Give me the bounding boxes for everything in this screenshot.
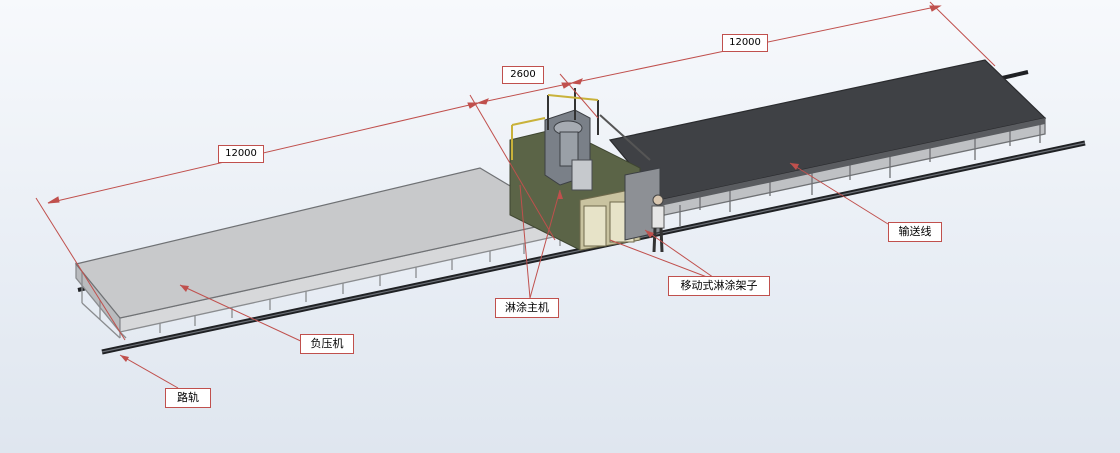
leader-lines xyxy=(119,162,889,389)
callout-mobile-frame: 移动式淋涂架子 xyxy=(668,276,770,296)
callout-rail: 路轨 xyxy=(165,388,211,408)
coating-machine xyxy=(509,88,661,251)
callout-conveyor: 输送线 xyxy=(888,222,942,242)
callout-vacuum-table: 负压机 xyxy=(300,334,354,354)
callout-coating-machine: 淋涂主机 xyxy=(495,298,559,318)
dimension-label-machine-width: 2600 xyxy=(502,66,544,84)
dimension-label-left-length: 12000 xyxy=(218,145,264,163)
operator-figure xyxy=(651,194,665,253)
dimension-label-right-length: 12000 xyxy=(722,34,768,52)
leader-arrowheads xyxy=(120,163,799,362)
